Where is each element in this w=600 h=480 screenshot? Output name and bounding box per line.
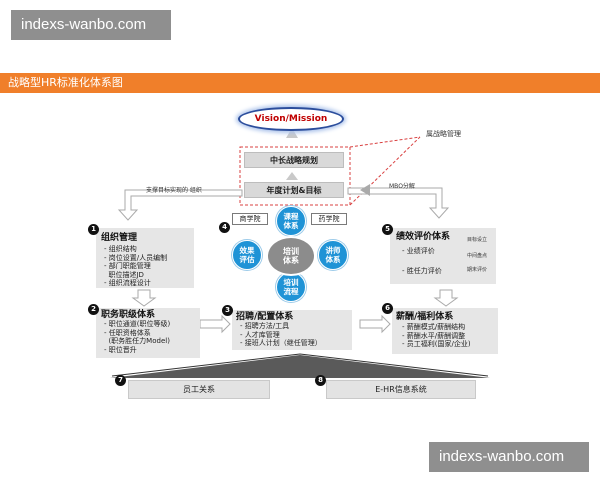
arrow-mbo-left bbox=[360, 184, 370, 196]
comp-item: - 薪酬模式/薪酬结构 bbox=[402, 323, 466, 331]
badge-3: 3 bbox=[222, 305, 233, 316]
badge-2: 2 bbox=[88, 304, 99, 315]
badge-4: 4 bbox=[219, 222, 230, 233]
recruit-item: - 人才库管理 bbox=[240, 330, 280, 339]
support-label: 支撑目标实现的 组织 bbox=[146, 187, 202, 194]
arrow-perf-down bbox=[433, 289, 459, 307]
watermark-bottom: indexs-wanbo.com bbox=[429, 442, 589, 472]
perf-box bbox=[390, 228, 496, 284]
job-item: - 任职资格体系 bbox=[104, 328, 151, 337]
job-item: - 职位通道(职位等级) bbox=[104, 320, 171, 328]
org-item: - 组织流程设计 bbox=[104, 279, 151, 287]
mbo-label: MBO分解 bbox=[389, 183, 415, 190]
training-center-circle: 培训 体系 bbox=[266, 236, 316, 276]
arrow-vision-down bbox=[286, 128, 298, 138]
badge-5: 5 bbox=[382, 224, 393, 235]
vision-text: Vision/Mission bbox=[254, 114, 328, 124]
org-management-box bbox=[96, 228, 194, 288]
annual-plan: 年度计划&目标 bbox=[244, 182, 344, 198]
perf-side-item: 目标设立 bbox=[467, 237, 488, 243]
effect-eval-circle: 效果 评估 bbox=[232, 240, 262, 270]
job-level-title: 职务职级体系 bbox=[101, 310, 156, 320]
badge-6: 6 bbox=[382, 303, 393, 314]
banner-title: 战略型HR标准化体系图 bbox=[0, 73, 600, 93]
training-process-circle: 培训 流程 bbox=[276, 272, 306, 302]
perf-item: - 胜任力评价 bbox=[402, 267, 442, 275]
strategy-dashed-line-top bbox=[349, 136, 421, 148]
strategy-label: 属战略管理 bbox=[426, 130, 461, 138]
perf-title: 绩效评价体系 bbox=[396, 232, 451, 242]
org-item: - 部门职能管理 bbox=[104, 262, 151, 270]
comp-list: - 薪酬模式/薪酬结构 - 薪酬水平/薪酬调整 - 员工福利(国家/企业) bbox=[402, 323, 471, 349]
org-item: - 组织结构 bbox=[104, 245, 137, 253]
recruit-item: - 招聘方法/工具 bbox=[240, 322, 290, 330]
watermark-top: indexs-wanbo.com bbox=[11, 10, 171, 40]
arrow-plan-down bbox=[286, 172, 298, 180]
ehr-system-bar: E-HR信息系统 bbox=[326, 380, 476, 399]
employee-relations-bar: 员工关系 bbox=[128, 380, 270, 399]
comp-item: - 员工福利(国家/企业) bbox=[402, 340, 471, 348]
tab-business-school: 商学院 bbox=[232, 213, 268, 225]
arrow-to-perf bbox=[347, 187, 450, 219]
org-item: - 岗位设置/人员编制 bbox=[104, 253, 168, 262]
perf-side-item: 中间盘点 bbox=[467, 253, 488, 259]
strategy-dashed-box bbox=[239, 146, 351, 206]
comp-item: - 薪酬水平/薪酬调整 bbox=[402, 331, 466, 340]
mid-long-plan: 中长战略规划 bbox=[244, 152, 344, 168]
lecturer-system-circle: 讲师 体系 bbox=[318, 240, 348, 270]
perf-side-item: 期末评价 bbox=[467, 267, 488, 273]
org-management-list: - 组织结构 - 岗位设置/人员编制 - 部门职能管理 职位描述JD - 组织流… bbox=[104, 245, 167, 288]
org-item: 职位描述JD bbox=[104, 270, 144, 279]
vision-ellipse: Vision/Mission bbox=[238, 107, 344, 131]
perf-item: - 业绩评价 bbox=[402, 247, 435, 255]
recruit-box bbox=[232, 310, 352, 350]
strategy-dashed-line-bottom bbox=[349, 136, 421, 206]
job-item: (职务胜任力Model) bbox=[104, 337, 170, 345]
comp-box bbox=[392, 308, 498, 354]
badge-1: 1 bbox=[88, 224, 99, 235]
base-triangle bbox=[110, 355, 490, 378]
recruit-item: - 接班人计划（继任管理） bbox=[240, 339, 322, 347]
badge-7: 7 bbox=[115, 375, 126, 386]
recruit-list: - 招聘方法/工具 - 人才库管理 - 接班人计划（继任管理） bbox=[240, 322, 322, 348]
arrow-to-org bbox=[117, 189, 243, 221]
badge-8: 8 bbox=[315, 375, 326, 386]
tab-pharma-school: 药学院 bbox=[311, 213, 347, 225]
job-item: - 职位晋升 bbox=[104, 345, 137, 354]
arrow-recruit-to-comp bbox=[359, 314, 391, 334]
org-management-title: 组织管理 bbox=[101, 233, 138, 243]
job-level-list: - 职位通道(职位等级) - 任职资格体系 (职务胜任力Model) - 职位晋… bbox=[104, 320, 170, 354]
arrow-org-down bbox=[131, 289, 157, 307]
job-level-box bbox=[96, 308, 200, 358]
arrow-job-to-recruit bbox=[199, 314, 231, 334]
comp-title: 薪酬/福利体系 bbox=[396, 312, 454, 322]
course-system-circle: 课程 体系 bbox=[276, 206, 306, 236]
recruit-title: 招聘/配置体系 bbox=[236, 312, 294, 322]
